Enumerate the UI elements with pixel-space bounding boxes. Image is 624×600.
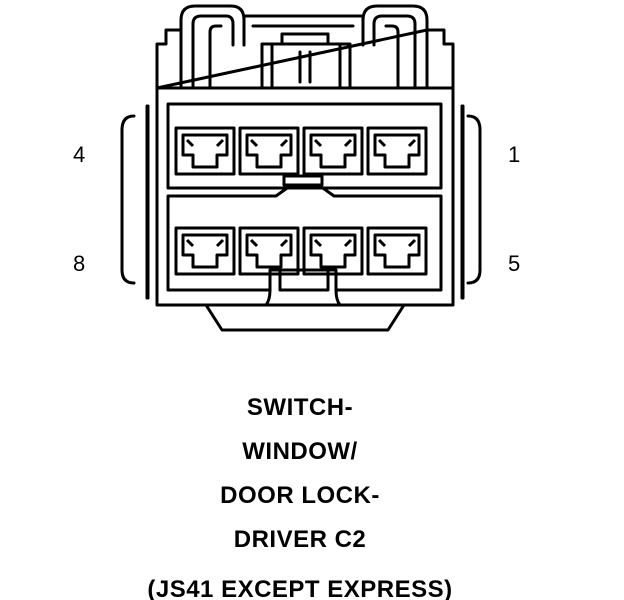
caption-line-3: DOOR LOCK- xyxy=(220,482,380,509)
cavity-row2-col2 xyxy=(238,226,300,276)
pin-label-4: 4 xyxy=(73,142,86,167)
pin-label-5: 5 xyxy=(508,251,521,276)
caption-line-1: SWITCH- xyxy=(246,394,354,421)
top-cavity-frame xyxy=(166,102,443,190)
connector-face-drawing xyxy=(120,4,482,332)
caption-line-2: WINDOW/ xyxy=(242,438,358,465)
cavity-row1-col4 xyxy=(366,126,428,176)
top-latch xyxy=(179,4,429,90)
pin-label-8: 8 xyxy=(73,251,86,276)
cavity-row2-col4 xyxy=(366,226,428,276)
cavity-row1-col3 xyxy=(302,126,364,176)
right-side-rail xyxy=(466,114,482,285)
cavity-row2-col1 xyxy=(174,226,236,276)
cavity-row1-col1 xyxy=(174,126,236,176)
cavity-row2-col3 xyxy=(302,226,364,276)
bottom-lock-tab xyxy=(264,288,342,307)
caption-line-5: (JS41 EXCEPT EXPRESS) xyxy=(147,576,453,600)
left-side-rail xyxy=(120,114,136,285)
pin-label-1: 1 xyxy=(508,142,521,167)
caption-line-4: DRIVER C2 xyxy=(233,526,367,553)
cavity-row1-col2 xyxy=(238,126,300,176)
